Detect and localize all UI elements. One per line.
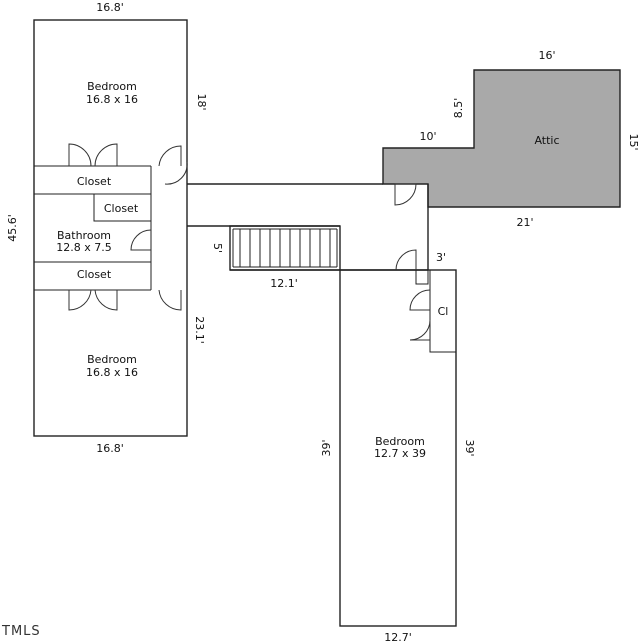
dim-attic-21: 21' bbox=[516, 216, 533, 229]
dim-bottom-height: 23.1' bbox=[193, 316, 206, 344]
closet-mid-box bbox=[93, 193, 152, 222]
closet-small-walls bbox=[415, 270, 429, 285]
dim-attic-10: 10' bbox=[419, 130, 436, 143]
bedroom-right-size: 12.7 x 39 bbox=[374, 447, 426, 460]
bedroom-right-name: Bedroom bbox=[375, 435, 425, 448]
dim-right-39-left: 39' bbox=[320, 439, 333, 456]
dim-right-width: 12.7' bbox=[384, 631, 412, 644]
bedroom-bottom-name: Bedroom bbox=[87, 353, 137, 366]
bedroom-top-name: Bedroom bbox=[87, 80, 137, 93]
bathroom-size: 12.8 x 7.5 bbox=[56, 241, 112, 254]
dim-attic-16: 16' bbox=[538, 49, 555, 62]
closet-top-label: Closet bbox=[77, 175, 112, 188]
watermark-logo: TMLS bbox=[1, 624, 41, 639]
bedroom-bottom-size: 16.8 x 16 bbox=[86, 366, 138, 379]
right-bedroom-outline bbox=[339, 269, 457, 627]
stairs bbox=[229, 225, 341, 271]
dim-hall-3: 3' bbox=[436, 251, 446, 264]
dim-hall-5: 5' bbox=[211, 243, 224, 253]
dim-hall-12-1: 12.1' bbox=[270, 277, 298, 290]
dim-attic-8-5: 8.5' bbox=[452, 98, 465, 119]
dim-attic-15: 15' bbox=[627, 133, 640, 150]
dim-bottom-width: 16.8' bbox=[96, 442, 124, 455]
doors bbox=[68, 143, 431, 341]
dim-top-width: 16.8' bbox=[96, 1, 124, 14]
closet-mid-label: Closet bbox=[104, 202, 139, 215]
left-wing-outline bbox=[33, 19, 188, 437]
closet-small-box bbox=[429, 270, 456, 353]
closet-bottom-label: Closet bbox=[77, 268, 112, 281]
bedroom-top-size: 16.8 x 16 bbox=[86, 93, 138, 106]
bathroom-name: Bathroom bbox=[57, 229, 111, 242]
closet-small-label: Cl bbox=[438, 305, 449, 318]
dim-total-height: 45.6' bbox=[6, 214, 19, 242]
dim-right-39-right: 39' bbox=[463, 439, 476, 456]
stair-treads bbox=[232, 228, 338, 268]
attic-label: Attic bbox=[534, 134, 559, 147]
dim-top-height: 18' bbox=[195, 93, 208, 110]
